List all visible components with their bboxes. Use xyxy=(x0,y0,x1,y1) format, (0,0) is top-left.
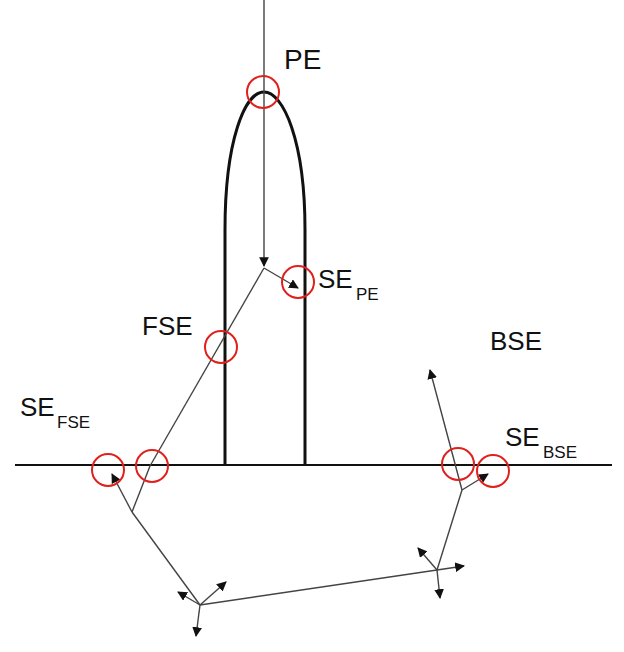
subscript-label: PE xyxy=(356,286,379,303)
surface-line xyxy=(15,464,612,466)
signal-label: SE xyxy=(20,394,55,420)
signal-label: FSE xyxy=(142,313,193,339)
signal-label: SE xyxy=(505,424,540,450)
interaction-circles xyxy=(92,76,509,487)
subscript-label: FSE xyxy=(57,414,90,431)
signal-label: BSE xyxy=(490,328,542,354)
pillar-outline xyxy=(225,92,305,465)
signal-label: SE xyxy=(318,266,353,292)
subscript-label: BSE xyxy=(543,444,577,461)
beam-label: PE xyxy=(284,46,321,74)
trajectories xyxy=(112,0,488,636)
